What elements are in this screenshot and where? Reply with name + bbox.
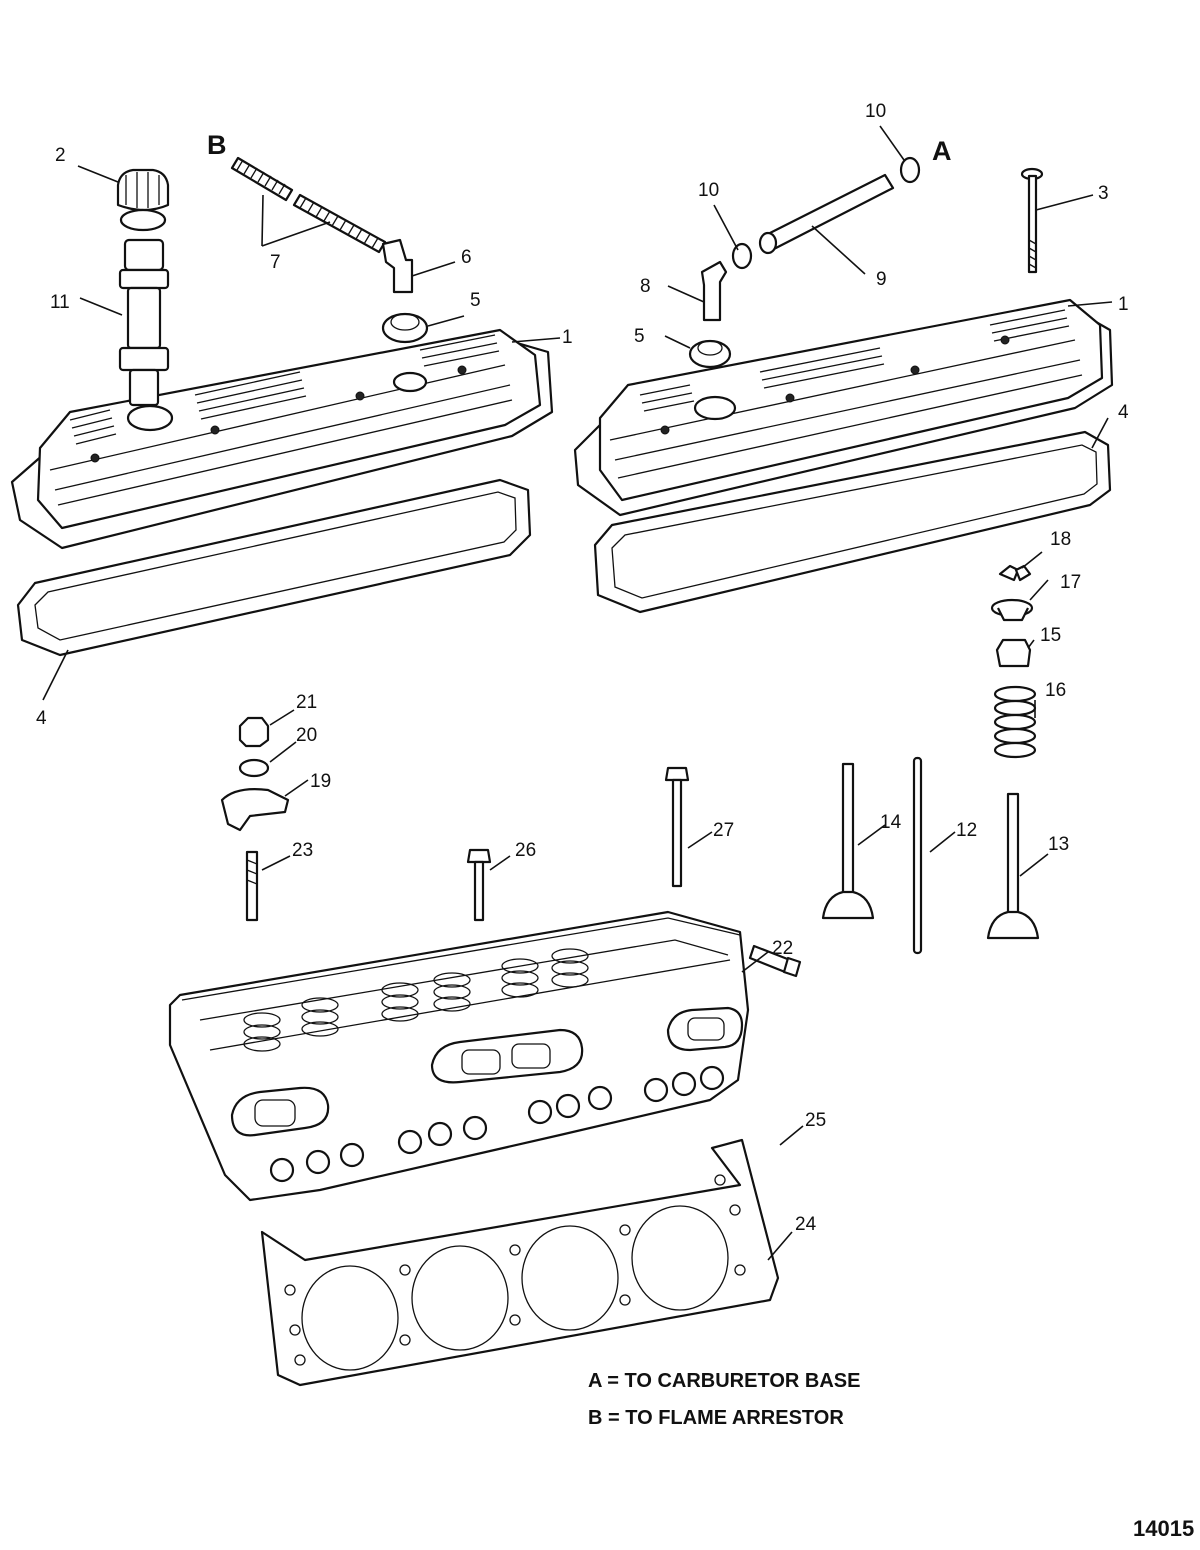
pcv-elbow-left [381,238,414,294]
rocker-arm [220,788,290,832]
callout-27: 27 [713,820,734,841]
grommet-right [688,339,732,369]
pushrod [912,756,923,955]
letter-b: B [207,130,227,160]
callout-20: 20 [296,725,317,746]
callout-21: 21 [296,692,317,713]
right-rocker-cover [573,298,1114,517]
callout-3: 3 [1098,183,1109,204]
callout-11: 11 [50,292,70,313]
callout-5-left: 5 [470,290,481,311]
left-valve-cover-gasket [16,478,532,657]
callout-16: 16 [1045,680,1066,701]
letter-a: A [932,136,952,166]
callout-12: 12 [956,820,977,841]
callout-22: 22 [772,938,793,959]
callout-8: 8 [640,276,651,297]
callout-4-left: 4 [36,708,47,729]
callout-24: 24 [795,1214,817,1235]
left-rocker-cover [10,328,554,550]
callout-25: 25 [805,1110,826,1131]
valve-keepers [998,564,1032,582]
legend-b: B = TO FLAME ARRESTOR [588,1407,844,1429]
rocker-stud [245,850,259,922]
callout-9: 9 [876,269,887,290]
oil-filler-tube [118,238,170,407]
valve-spring-cap [990,598,1034,622]
head-bolt-long [664,766,690,888]
right-valve-cover-gasket [593,430,1112,614]
grommet-left [381,312,429,344]
rocker-nut [238,716,270,748]
callout-1-right: 1 [1118,294,1129,315]
head-gasket [260,1138,780,1387]
callout-5-right: 5 [634,326,645,347]
callout-23: 23 [292,840,313,861]
pcv-hose [758,173,895,255]
valve-seal [995,638,1032,668]
callout-14: 14 [880,812,902,833]
callout-26: 26 [515,840,536,861]
callout-2: 2 [55,145,66,166]
cover-bolt [1020,167,1044,274]
callout-18: 18 [1050,529,1071,550]
pcv-elbow-right [700,260,728,322]
callout-15: 15 [1040,625,1061,646]
head-bolt-small [748,944,802,978]
oil-filler-cap [116,168,170,232]
valve-spring [993,685,1037,759]
rocker-ball [238,758,270,778]
exhaust-valve [986,792,1040,940]
callout-10-upper: 10 [865,101,886,122]
callout-7: 7 [270,252,281,273]
callout-17: 17 [1060,572,1081,593]
callout-13: 13 [1048,834,1069,855]
intake-valve [821,762,875,920]
callout-10-lower: 10 [698,180,719,201]
callout-6: 6 [461,247,472,268]
leader-lines [42,125,1113,1261]
figure-number: 14015 [1133,1516,1194,1541]
head-bolt-short [466,848,492,922]
callout-1-left: 1 [562,327,573,348]
legend-a: A = TO CARBURETOR BASE [588,1370,860,1392]
breather-hoses [230,156,387,254]
callout-4-right: 4 [1118,402,1129,423]
callout-19: 19 [310,771,331,792]
cylinder-head [168,910,750,1202]
